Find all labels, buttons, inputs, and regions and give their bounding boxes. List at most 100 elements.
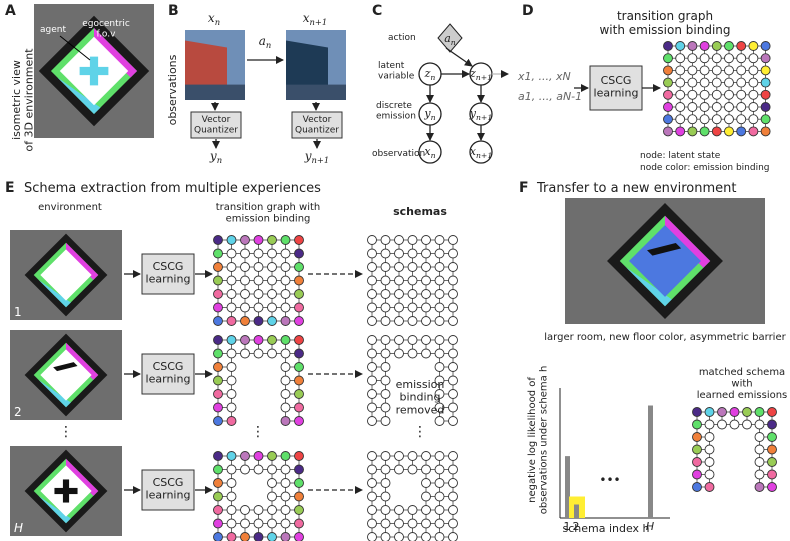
panel-c-latent-line: variable	[378, 71, 415, 81]
panel-e-graph-1-node	[226, 402, 237, 413]
panel-e-schema-2-node	[380, 451, 391, 461]
panel-e-schema-0-node	[394, 262, 404, 272]
panel-e-graph-2-node	[253, 451, 264, 461]
panel-e-graph-2-node	[294, 532, 304, 541]
panel-e-graph-1-node	[213, 402, 223, 413]
panel-e-schema-0-node	[394, 235, 404, 245]
panel-letter-B-line: B	[168, 3, 179, 19]
panel-letter-C: C	[372, 3, 382, 19]
panel-f-ylabel-line: negative log likelihood of	[527, 377, 538, 503]
panel-e-vdots3-line: ⋮	[413, 424, 427, 440]
panel-e-graph-2-node	[226, 491, 237, 502]
panel-f-graph-node	[704, 444, 715, 455]
panel-e-graph-2-node	[280, 505, 291, 515]
panel-e-idx-1-line: 2	[14, 405, 22, 419]
panel-d-graph-node	[736, 126, 747, 137]
panel-e-graph-1-node	[226, 389, 237, 399]
panel-f-title-line: Transfer to a new environment	[536, 181, 736, 196]
panel-f-tick-2: H	[646, 520, 654, 533]
panel-e-graph-0-node	[213, 316, 223, 326]
panel-e-graph-0-node	[253, 275, 264, 286]
panel-e-schema-0-node	[367, 316, 377, 326]
panel-e-room-1	[10, 330, 122, 420]
panel-d-cscg-box	[589, 65, 643, 111]
panel-e-cscg-0-line: learning	[146, 273, 191, 286]
panel-b-vq1-line: Vector	[202, 115, 231, 125]
panel-e-graph-1	[213, 335, 304, 426]
panel-d-graph-node	[748, 41, 759, 51]
panel-d-cscg-line: learning	[594, 87, 639, 100]
panel-e-graph-2-node	[267, 491, 277, 502]
panel-e-graph-1-node	[240, 335, 250, 345]
panel-e-schema-2-node	[421, 505, 431, 515]
panel-e-graph-2-node	[253, 464, 264, 475]
panel-f-graph-node	[767, 457, 777, 467]
panel-e-schema-1-node	[421, 348, 431, 359]
panel-letter-D: D	[522, 3, 534, 19]
panel-d-graph-node	[699, 41, 710, 51]
panel-e-graph-1-node	[294, 348, 304, 359]
panel-e-graph-1-node	[280, 375, 291, 386]
panel-e-idx-0: 1	[14, 305, 22, 319]
panel-e-schema-2-node	[434, 505, 445, 515]
panel-f-graph-node	[729, 407, 740, 417]
panel-e-graph-0-node	[267, 316, 277, 326]
panel-e-schema-2-node	[434, 478, 445, 488]
panel-e-schema-1-node	[434, 402, 445, 413]
panel-e-schema-2-node	[421, 464, 431, 475]
panel-f-graph-node	[754, 482, 765, 492]
panel-e-schema-1-node	[367, 335, 377, 345]
panel-e-schema-2-node	[421, 478, 431, 488]
panel-e-idx-0-line: 1	[14, 305, 22, 319]
panel-e-schema-1-node	[394, 348, 404, 359]
panel-d-graph-node	[736, 77, 747, 88]
panel-d-graph-node	[748, 114, 759, 125]
panel-e-graph-0-node	[240, 262, 250, 272]
panel-f-ylabel-line: observations under schema h	[539, 366, 550, 515]
panel-e-schema-0-node	[421, 316, 431, 326]
panel-a-label: isometric viewof 3D environment	[10, 48, 36, 152]
panel-e-tgraph-line: emission binding	[226, 214, 311, 225]
panel-letter-E-line: E	[5, 180, 15, 196]
panel-e-graph-0-node	[226, 248, 237, 259]
panel-d-graph-node	[699, 65, 710, 76]
panel-e-graph-0-node	[294, 248, 304, 259]
panel-e-schema-0-node	[380, 316, 391, 326]
panel-b-yn-sub: n	[217, 155, 222, 165]
panel-d-graph	[663, 41, 771, 137]
panel-f-room	[565, 198, 765, 324]
panel-e-graph-2-node	[240, 464, 250, 475]
panel-f-graph-node	[729, 419, 740, 430]
panel-e-graph-2-node	[213, 518, 223, 529]
panel-e-graph-1-node	[294, 416, 304, 426]
panel-e-schema-0-node	[448, 289, 458, 299]
panel-e-graph-1-node	[280, 402, 291, 413]
panel-e-schema-0-node	[434, 235, 445, 245]
panel-e-schema-1-node	[407, 335, 418, 345]
panel-d-graph-node	[724, 77, 734, 88]
panel-e-graph-2-node	[294, 464, 304, 475]
panel-e-idx-2: H	[14, 521, 23, 535]
panel-e-graph-0-node	[294, 235, 304, 245]
panel-letter-E: E	[5, 180, 15, 196]
panel-f-graph-node	[717, 419, 727, 430]
panel-e-graph-0-node	[226, 316, 237, 326]
panel-b-vq2-line: Vector	[303, 115, 332, 125]
panel-e-schema-1-node	[434, 335, 445, 345]
panel-e-graph-2-node	[226, 464, 237, 475]
panel-d-graph-node	[736, 53, 747, 64]
panel-e-graph-1-node	[280, 348, 291, 359]
panel-c-action-label: an	[444, 32, 456, 47]
panel-e-vdots3: ⋮	[413, 424, 427, 440]
panel-e-vdots1-line: ⋮	[59, 424, 73, 440]
panel-e-schema-2-node	[380, 478, 391, 488]
panel-e-graph-2-node	[267, 464, 277, 475]
panel-f-graph-node	[692, 432, 702, 442]
panel-c-xn-label-base: x	[424, 145, 431, 158]
panel-c-a-to-z	[445, 47, 473, 67]
panel-b-vq1-box	[190, 111, 242, 139]
